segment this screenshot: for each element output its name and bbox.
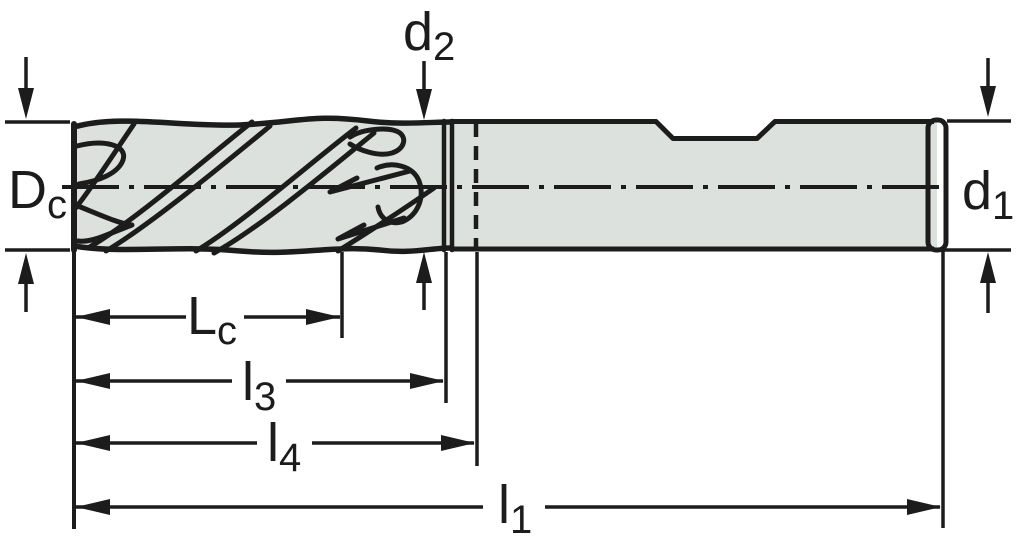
dim-label-d1-sub: 1 bbox=[992, 184, 1014, 228]
dim-d1-arrows bbox=[932, 58, 1011, 313]
dim-label-lc: Lc bbox=[187, 286, 237, 353]
dim-label-d2: d2 bbox=[403, 2, 455, 69]
dim-dc-arrows bbox=[5, 57, 70, 312]
dim-label-dc-main: D bbox=[8, 160, 47, 220]
cutter-flutes bbox=[71, 115, 455, 256]
dim-label-lc-main: L bbox=[187, 286, 217, 346]
dim-label-l3-sub: 3 bbox=[254, 375, 276, 419]
dim-label-l3: l3 bbox=[242, 352, 276, 419]
dim-lc-line bbox=[76, 309, 340, 325]
dim-label-dc: Dc bbox=[8, 160, 67, 227]
dim-label-d1-main: d bbox=[962, 161, 992, 221]
dim-label-l4: l4 bbox=[267, 413, 301, 480]
dim-label-l1-main: l bbox=[498, 475, 510, 535]
dim-label-l1-sub: 1 bbox=[510, 498, 532, 542]
dim-d2-arrows bbox=[416, 61, 432, 310]
dim-label-lc-sub: c bbox=[217, 309, 237, 353]
dim-label-d2-main: d bbox=[403, 2, 433, 62]
dim-label-l4-sub: 4 bbox=[279, 436, 301, 480]
dim-l3-line bbox=[76, 373, 444, 389]
dim-label-l3-main: l bbox=[242, 352, 254, 412]
dim-label-l4-main: l bbox=[267, 413, 279, 473]
dim-l1-line bbox=[76, 499, 941, 515]
extension-lines bbox=[72, 251, 945, 529]
dim-label-dc-sub: c bbox=[47, 183, 67, 227]
dim-l4-line bbox=[76, 435, 475, 451]
dim-label-d2-sub: 2 bbox=[433, 25, 455, 69]
dim-label-l1: l1 bbox=[498, 475, 532, 542]
dim-label-d1: d1 bbox=[962, 161, 1014, 228]
